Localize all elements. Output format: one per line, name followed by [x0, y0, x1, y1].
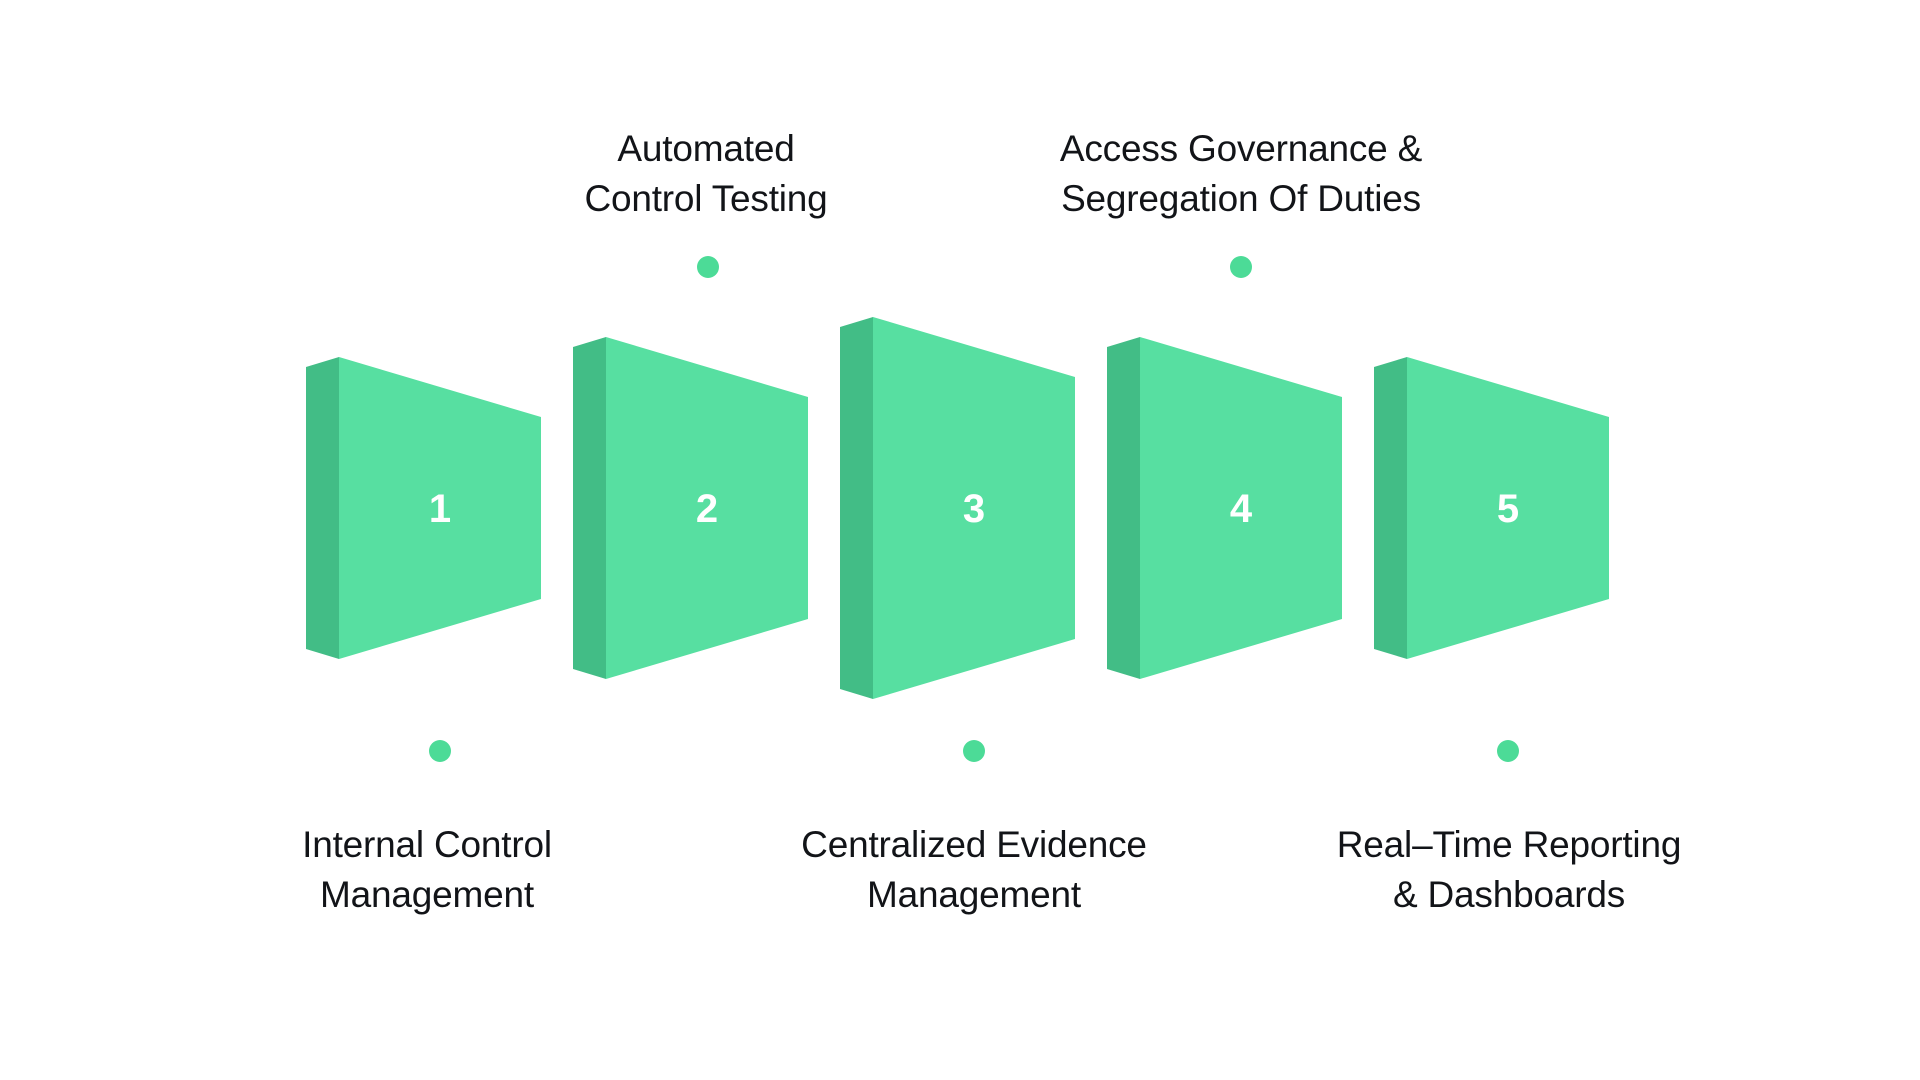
step-5-label-line-2: & Dashboards — [1392, 874, 1626, 915]
step-1-label-line-1: Internal Control — [302, 824, 552, 865]
step-3-label-line-1: Centralized Evidence — [801, 824, 1147, 865]
step-3-front-face — [873, 317, 1075, 699]
step-2-front-face — [606, 337, 808, 679]
step-5-label: Real–Time Reporting & Dashboards — [1229, 820, 1789, 920]
step-2-label-line-1: Automated — [617, 128, 795, 169]
step-3-connector-dot — [963, 740, 985, 762]
step-1-label-line-2: Management — [320, 874, 534, 915]
step-5-number: 5 — [1497, 487, 1519, 531]
step-2-label-line-2: Control Testing — [584, 178, 828, 219]
step-2-label: Automated Control Testing — [426, 124, 986, 224]
step-2-number: 2 — [696, 487, 718, 531]
step-5-label-line-1: Real–Time Reporting — [1336, 824, 1682, 865]
step-5-side-face — [1374, 357, 1407, 659]
step-1-connector-dot — [429, 740, 451, 762]
step-5-front-face — [1407, 357, 1609, 659]
step-3-number: 3 — [963, 487, 985, 531]
step-4-side-face — [1107, 337, 1140, 679]
step-1-side-face — [306, 357, 339, 659]
step-1-label: Internal Control Management — [147, 820, 707, 920]
step-4-label-line-2: Segregation Of Duties — [1061, 178, 1421, 219]
step-2-connector-dot — [697, 256, 719, 278]
step-1-number: 1 — [429, 487, 451, 531]
step-4-number: 4 — [1230, 487, 1253, 531]
step-3-label-line-2: Management — [867, 874, 1081, 915]
step-3-side-face — [840, 317, 873, 699]
step-2-side-face — [573, 337, 606, 679]
step-4-label: Access Governance & Segregation Of Dutie… — [961, 124, 1521, 224]
step-5-connector-dot — [1497, 740, 1519, 762]
step-3-label: Centralized Evidence Management — [694, 820, 1254, 920]
step-1-front-face — [339, 357, 541, 659]
step-4-connector-dot — [1230, 256, 1252, 278]
step-4-front-face — [1140, 337, 1342, 679]
step-4-label-line-1: Access Governance & — [1059, 128, 1423, 169]
